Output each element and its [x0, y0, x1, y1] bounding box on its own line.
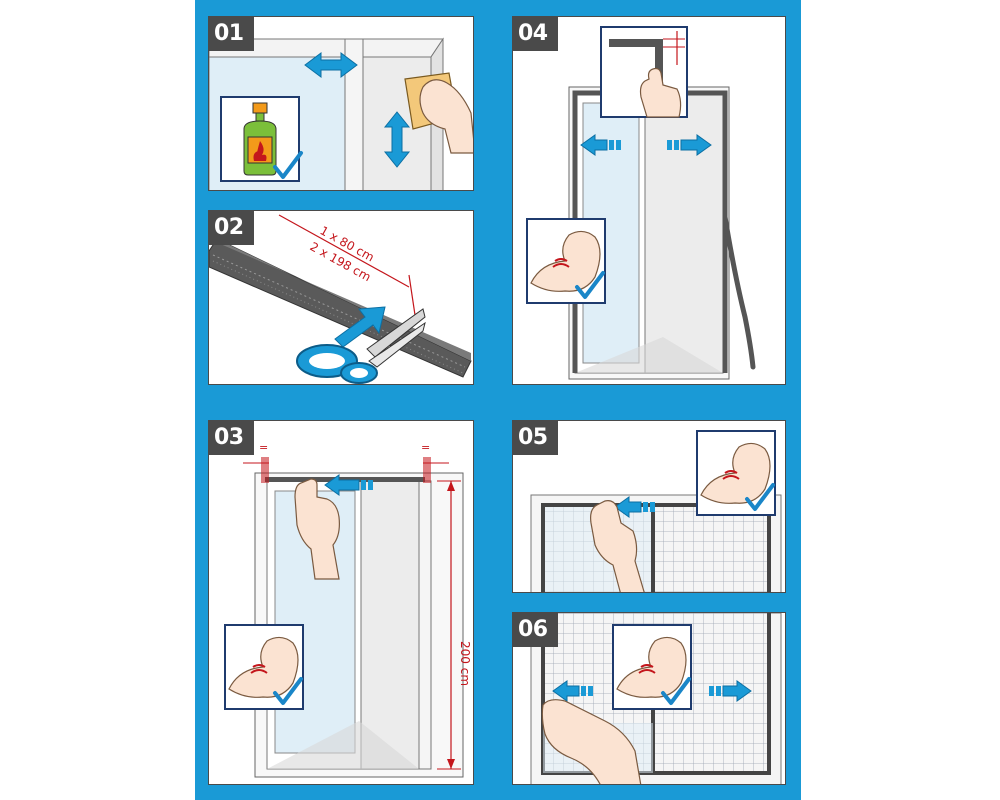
flexed-arm-icon	[696, 430, 776, 516]
push-arrow-icon	[334, 306, 386, 348]
step-panel-03: 03 = =	[208, 420, 474, 785]
step-panel-04: 04	[512, 16, 786, 385]
press-direction-arrow-icon	[614, 496, 655, 518]
left-direction-arrow-icon	[552, 680, 593, 702]
step-panel-05: 05	[512, 420, 786, 593]
scissors-icon	[296, 308, 426, 384]
checkmark-icon	[273, 677, 303, 705]
step-number-05: 05	[513, 421, 558, 455]
height-dimension-label: 200 cm	[458, 641, 472, 686]
hand-icon	[590, 500, 645, 592]
equal-left-label: =	[259, 441, 268, 454]
step-number-02: 02	[209, 211, 254, 245]
flexed-arm-icon	[526, 218, 606, 304]
step-number-03: 03	[209, 421, 254, 455]
step-05-illustration	[530, 430, 782, 592]
step-number-01: 01	[209, 17, 254, 51]
vertical-wipe-arrow-icon	[383, 111, 411, 168]
checkmark-icon	[745, 483, 775, 511]
corner-detail-inset	[600, 26, 688, 118]
step-panel-01: 01	[208, 16, 474, 191]
flexed-arm-icon	[612, 624, 692, 710]
press-direction-arrow-icon	[324, 474, 373, 496]
right-direction-arrow-icon	[709, 680, 752, 702]
cleaning-cloth-hand-icon	[404, 72, 473, 154]
checkmark-icon	[575, 271, 605, 299]
cleaner-bottle-icon	[220, 96, 300, 182]
hand-icon	[294, 478, 340, 580]
step-03-illustration: = = 200 cm	[224, 441, 472, 778]
step-number-06: 06	[513, 613, 558, 647]
step-06-illustration	[530, 613, 782, 784]
step-02-illustration: 1 x 80 cm 2 x 198 cm	[209, 214, 472, 384]
left-direction-arrow-icon	[580, 134, 621, 156]
flexed-arm-icon	[224, 624, 304, 710]
step-panel-06: 06	[512, 612, 786, 785]
horizontal-wipe-arrow-icon	[304, 52, 358, 78]
checkmark-icon	[661, 677, 691, 705]
step-04-illustration	[526, 26, 756, 380]
step-panel-02: 02 1 x 80 cm 2 x 198 cm	[208, 210, 474, 385]
equal-gap-markers: = =	[243, 441, 449, 483]
step-number-04: 04	[513, 17, 558, 51]
hand-icon	[541, 699, 642, 784]
checkmark-icon	[273, 151, 303, 179]
right-direction-arrow-icon	[667, 134, 712, 156]
equal-right-label: =	[421, 441, 430, 454]
